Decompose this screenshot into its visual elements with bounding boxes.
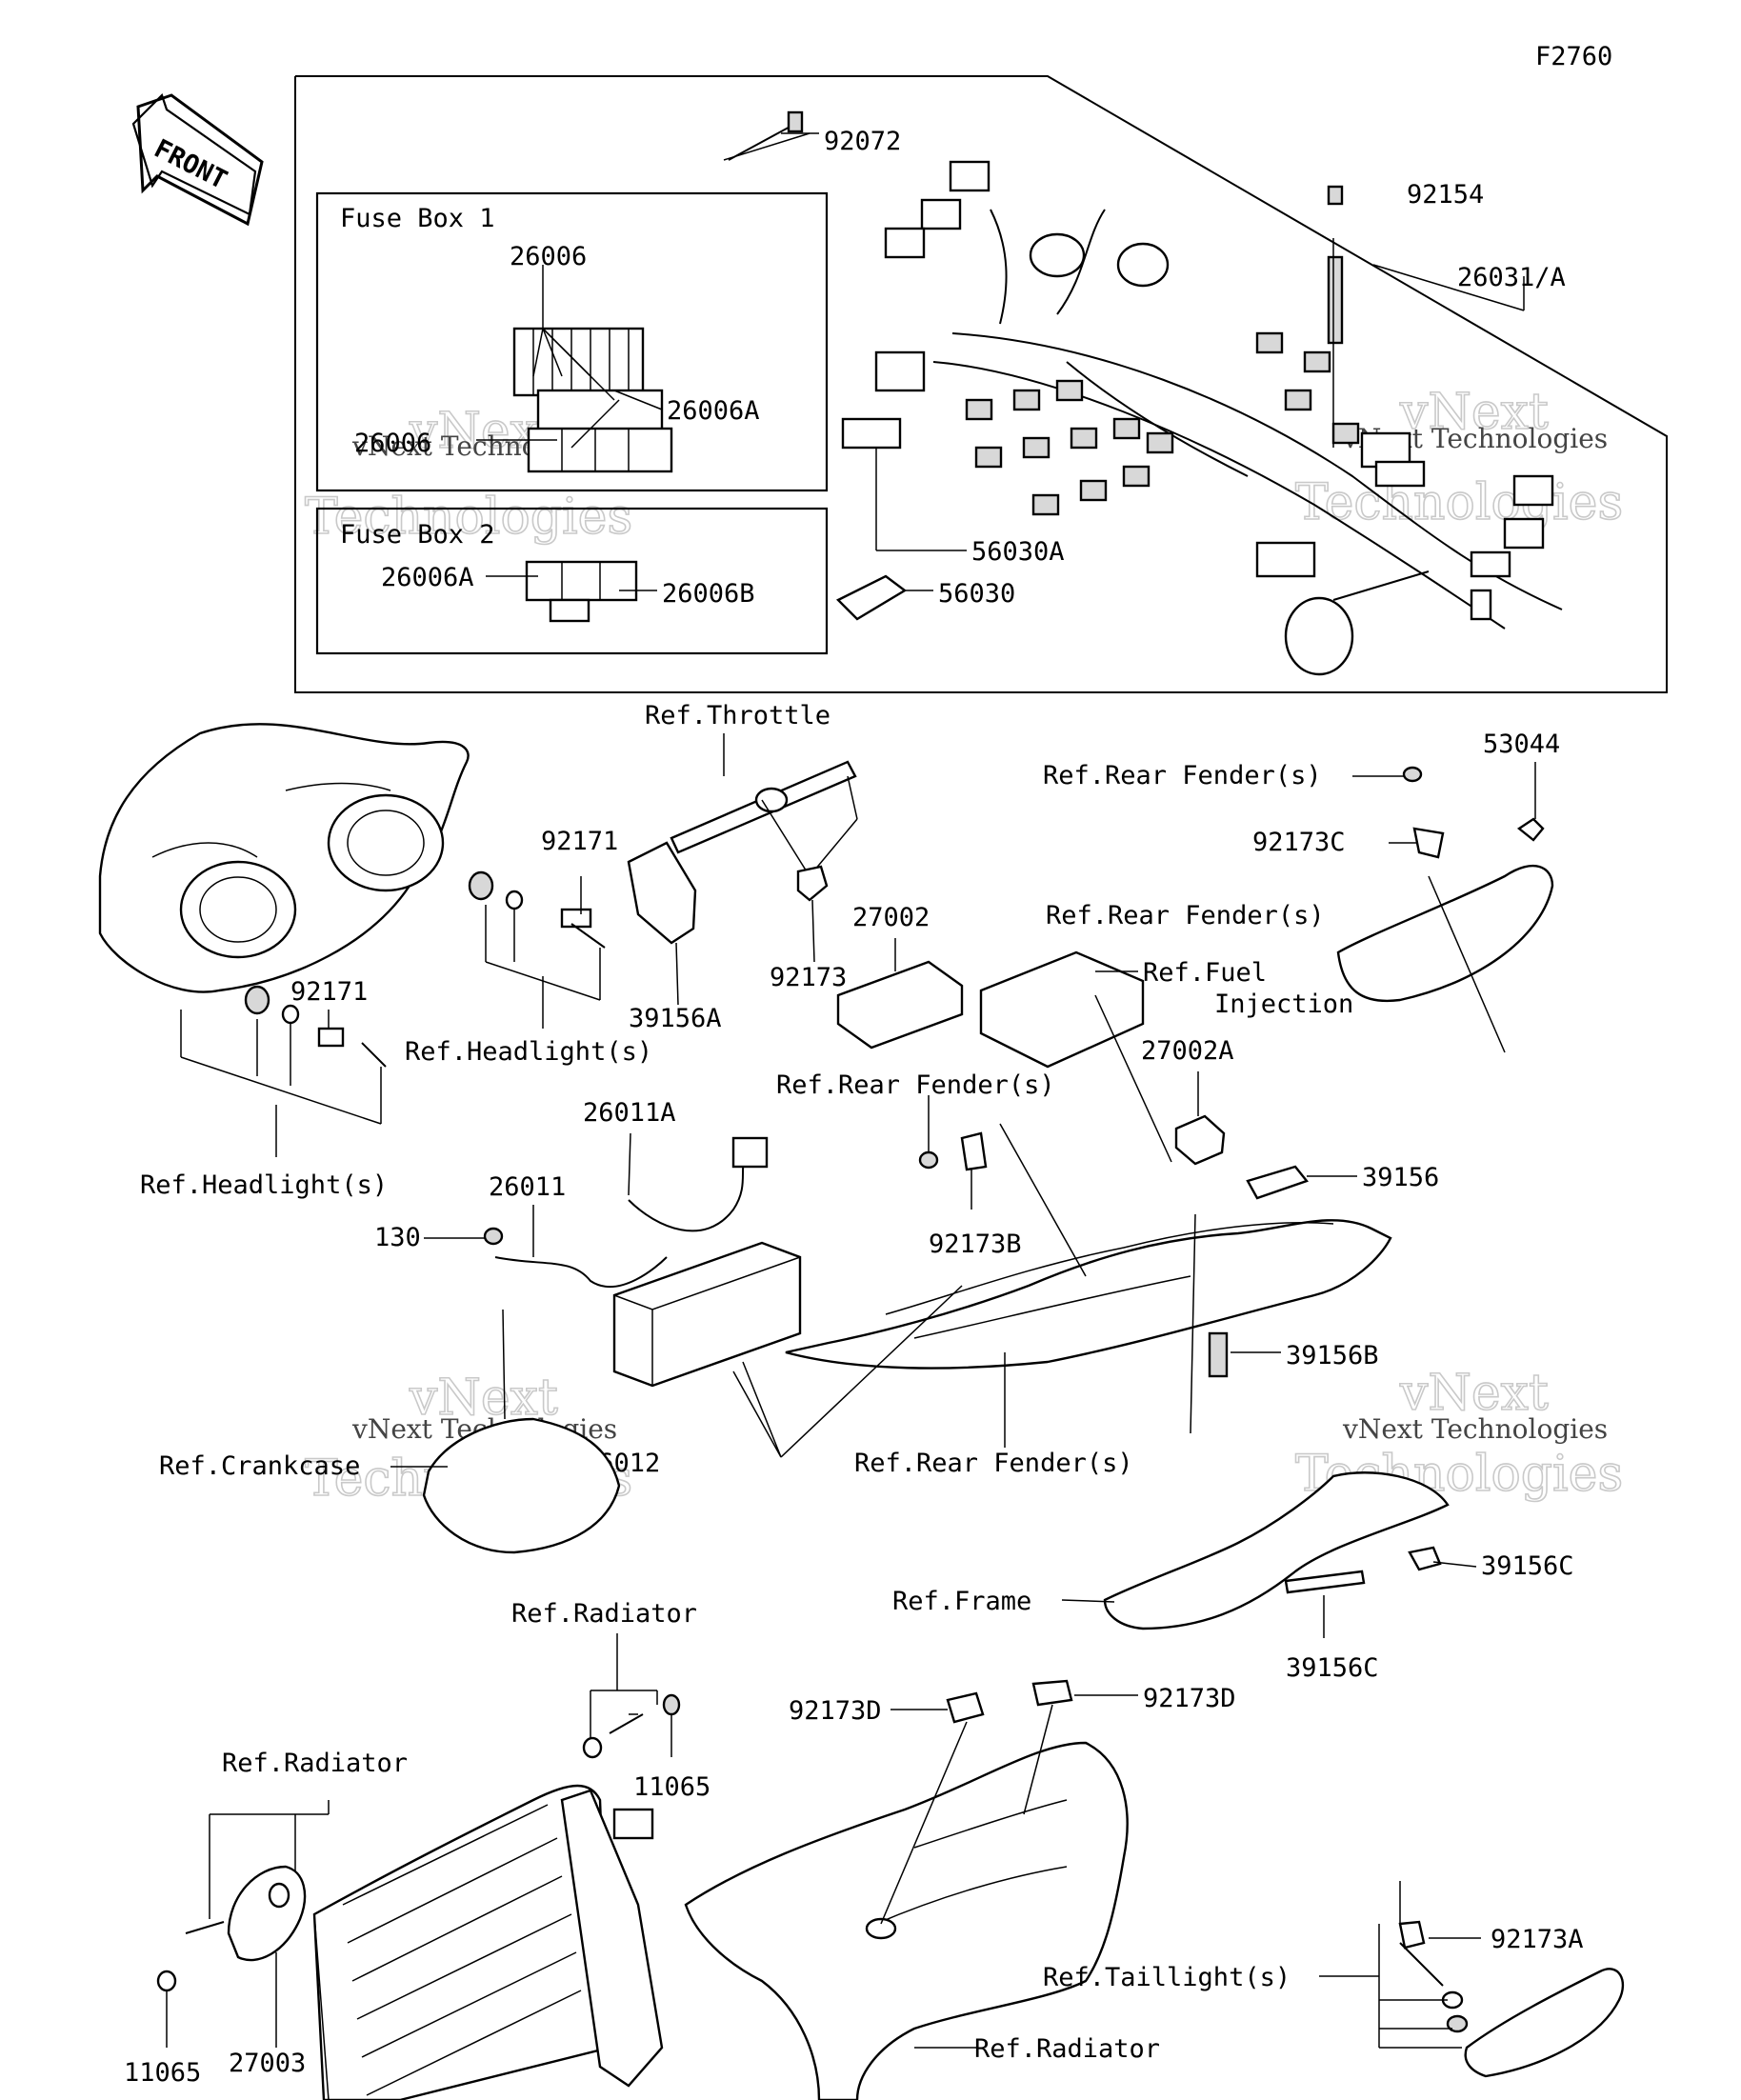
front-arrow-icon: FRONT [131,92,264,227]
part-label-39156: 39156 [1362,1163,1439,1192]
battery-icon [612,1241,802,1458]
ref-throttle: Ref.Throttle [645,701,830,730]
part-label-26011a: 26011A [583,1098,676,1128]
wiring-harness-icon [841,160,1563,676]
watermark-big-7: vNext [1399,1365,1549,1422]
leader-rear-fender-4c [780,1285,963,1458]
fuse-box-2-label-a: 26006A [381,563,474,592]
ref-rear-fender-1: Ref.Rear Fender(s) [1043,761,1322,790]
ref-injection: Injection [1214,990,1353,1019]
crankcase-icon [422,1309,621,1554]
part-label-53044: 53044 [1483,730,1560,759]
fuse-box-1-label-left: 26006 [354,429,431,458]
part-label-92072: 92072 [824,127,901,156]
part-label-26031a: 26031/A [1457,263,1566,292]
headlight-fasteners-upper [468,870,606,1029]
ref-headlight-upper: Ref.Headlight(s) [405,1037,652,1067]
part-label-92171-upper: 92171 [541,827,618,856]
ref-frame: Ref.Frame [892,1587,1031,1616]
watermark-big-5: vNext [409,1370,558,1427]
fuse-block-1-icon [476,265,673,473]
part-label-27002: 27002 [852,903,930,932]
ref-rear-fender-2: Ref.Rear Fender(s) [1046,901,1325,930]
inner-fender-icon [684,1679,1138,2100]
fuse-block-2-icon [486,560,657,623]
ref-radiator-left: Ref.Radiator [222,1749,408,1778]
horn-icon [156,1800,330,2048]
part-label-92173b: 92173B [929,1230,1022,1259]
watermark-big-2: Technologies [305,489,632,546]
part-label-39156c-right: 39156C [1481,1551,1574,1581]
watermark-big-3: vNext [1399,384,1549,441]
clip-92173b-icon [918,1095,988,1210]
fuse-box-2-title: Fuse Box 2 [340,520,495,550]
part-label-56030a: 56030A [971,537,1065,567]
part-label-92154: 92154 [1407,180,1484,210]
ref-crankcase: Ref.Crankcase [159,1451,360,1481]
part-label-27002a: 27002A [1141,1036,1234,1066]
taillight-icon [1319,1881,1625,2078]
part-label-92171-lower: 92171 [290,977,368,1007]
leader-26031a [1372,264,1525,311]
headlight-fasteners-lower [180,985,387,1157]
part-label-27003: 27003 [229,2049,306,2078]
part-39156b-icon [1190,1213,1281,1434]
ref-rear-fender-4: Ref.Rear Fender(s) [854,1449,1133,1478]
fuse-box-2-label-b: 26006B [662,579,755,609]
part-label-92173a: 92173A [1491,1925,1584,1954]
fuse-box-1-label-a: 26006A [667,396,760,426]
battery-tray-icon [785,994,1392,1370]
part-label-56030: 56030 [938,579,1015,609]
rear-frame-icon [1061,1471,1477,1638]
label-plate-icon [835,574,908,621]
part-label-92173d-left: 92173D [789,1696,882,1726]
fuse-box-1-panel: Fuse Box 1 26006 26006A 26006 [315,191,829,492]
relay-27002a-icon [1174,1071,1226,1166]
part-label-92173c: 92173C [1252,828,1346,857]
part-label-92173d-right: 92173D [1143,1684,1236,1713]
part-label-39156c-left: 39156C [1286,1653,1379,1683]
ref-fuel: Ref.Fuel [1143,958,1267,988]
throttle-body-icon [627,733,858,1006]
radiator-icon [312,1784,664,2100]
ref-rear-fender-3: Ref.Rear Fender(s) [776,1070,1055,1100]
battery-cable-icon [424,1132,769,1288]
fuse-box-1-label-top: 26006 [510,242,587,271]
bolt-icon [1327,185,1344,206]
part-label-39156a: 39156A [629,1004,722,1033]
radiator-mount-icon [582,1633,681,1759]
part-label-130: 130 [374,1223,421,1252]
ref-radiator-top: Ref.Radiator [511,1599,697,1629]
part-label-26011: 26011 [489,1172,566,1202]
part-label-39156b: 39156B [1286,1341,1379,1370]
ref-taillight: Ref.Taillight(s) [1043,1963,1291,1992]
ecu-module-icon [836,938,1145,1069]
tie-strap-icon [728,110,804,161]
fuse-box-2-panel: Fuse Box 2 26006A 26006B [315,507,829,655]
harness-frame [294,75,1668,693]
ref-headlight-lower: Ref.Headlight(s) [140,1170,388,1200]
rear-bracket-icon [1336,762,1554,1053]
part-label-92173: 92173 [770,963,847,992]
part-39156-icon [1246,1165,1357,1200]
figure-code: F2760 [1535,42,1612,71]
part-label-11065-right: 11065 [633,1772,710,1802]
headlight-housing-icon [98,723,470,993]
leader-rear-fender-4b [742,1361,782,1458]
watermark-big-4: Technologies [1295,474,1623,531]
watermark-small-4: vNext Technologies [1342,1413,1608,1445]
ref-radiator-bottom: Ref.Radiator [974,2034,1160,2064]
fuse-box-1-title: Fuse Box 1 [340,204,495,233]
part-label-11065-left: 11065 [124,2058,201,2088]
